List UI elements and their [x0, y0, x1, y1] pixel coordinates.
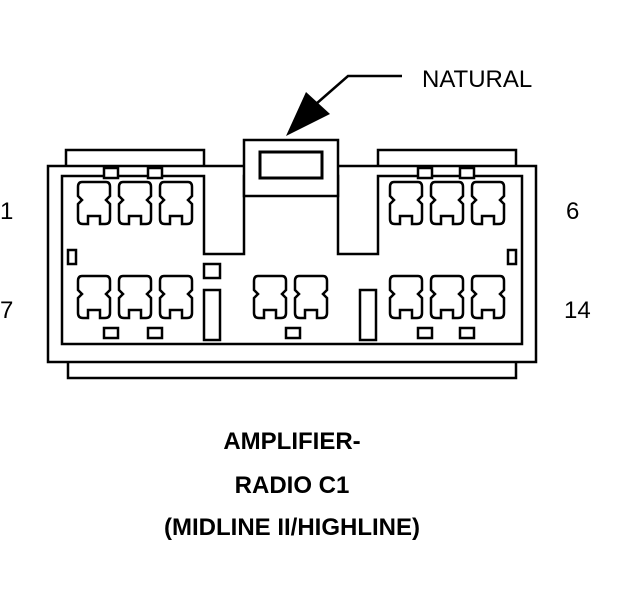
locator-top-3 [416, 166, 434, 180]
key-square [202, 262, 222, 280]
cavity-top-left-1 [76, 180, 112, 226]
locator-top-4 [458, 166, 476, 180]
locator-top-1 [102, 166, 120, 180]
slot-group [66, 166, 518, 342]
locator-bottom-4 [416, 326, 434, 340]
cavity-group [76, 180, 506, 320]
callout-arrowhead [286, 92, 330, 136]
cavity-bottom-left-3 [158, 274, 194, 320]
cavity-top-right-3 [470, 180, 506, 226]
callout-natural-label: NATURAL [422, 66, 532, 93]
pin-label-1: 1 [0, 198, 13, 225]
key-post-right [358, 288, 378, 342]
pin-label-14: 14 [564, 297, 591, 324]
locator-bottom-1 [102, 326, 120, 340]
pin-label-6: 6 [566, 198, 579, 225]
cavity-bottom-middle-1 [252, 274, 288, 320]
locator-bottom-2 [146, 326, 164, 340]
connector-diagram: NATURAL 1 6 7 14 [0, 66, 591, 380]
cavity-bottom-right-2 [429, 274, 465, 320]
locator-bottom-3 [284, 326, 302, 340]
cavity-top-right-1 [388, 180, 424, 226]
cavity-top-right-2 [429, 180, 465, 226]
side-tab-left [66, 248, 78, 266]
side-tab-right [506, 248, 518, 266]
cavity-bottom-left-2 [117, 274, 153, 320]
locator-top-2 [146, 166, 164, 180]
latch-window [258, 150, 324, 180]
cavity-bottom-left-1 [76, 274, 112, 320]
cavity-bottom-right-3 [470, 274, 506, 320]
cavity-bottom-right-1 [388, 274, 424, 320]
caption-line-1: AMPLIFIER- [223, 428, 361, 455]
cavity-bottom-middle-2 [293, 274, 329, 320]
caption-line-3: (MIDLINE II/HIGHLINE) [164, 514, 420, 541]
pin-label-7: 7 [0, 297, 13, 324]
latch-tower [242, 138, 340, 198]
cavity-top-left-2 [117, 180, 153, 226]
callout-leader-line [315, 74, 402, 105]
key-post-left [202, 288, 222, 342]
cavity-top-left-3 [158, 180, 194, 226]
caption-line-2: RADIO C1 [234, 472, 350, 499]
locator-bottom-5 [458, 326, 476, 340]
